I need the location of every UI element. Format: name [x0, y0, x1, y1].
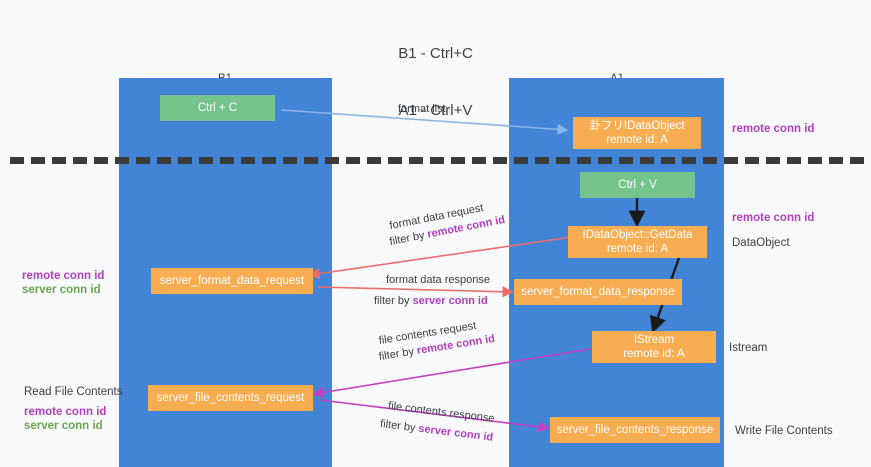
edge-label-file-contents-request: file contents request filter by remote c…	[377, 320, 497, 364]
left-label-remote-conn-id-mid: remote conn id	[22, 270, 105, 282]
node-istream[interactable]: IStream remote id: A	[592, 331, 716, 363]
edge-label-format-list-text: format list	[398, 103, 446, 115]
left-label-remote-conn-id-bottom: remote conn id	[24, 406, 107, 418]
edge-label-file-contents-response: file contents response filter by server …	[379, 399, 496, 444]
node-server-format-data-response[interactable]: server_format_data_response	[514, 279, 682, 305]
right-label-write-file-contents: Write File Contents	[735, 425, 833, 437]
node-server-file-contents-request[interactable]: server_file_contents_request	[148, 385, 313, 411]
node-server-file-contents-response-label: server_file_contents_response	[556, 424, 714, 436]
node-getdata-line-2: remote id: A	[606, 243, 669, 255]
node-idataobject[interactable]: 卦フリIDataObject remote id: A	[573, 117, 701, 149]
node-ctrl-c-label: Ctrl + C	[197, 102, 238, 114]
right-label-istream: Istream	[729, 342, 768, 354]
node-ctrl-c[interactable]: Ctrl + C	[160, 95, 275, 121]
edge-label-format-list: format list	[398, 102, 446, 116]
node-server-file-contents-request-label: server_file_contents_request	[156, 392, 305, 404]
edge-label-format-data-request: format data request filter by remote con…	[389, 202, 508, 249]
right-label-remote-conn-id-top: remote conn id	[732, 123, 815, 135]
right-label-remote-conn-id-mid: remote conn id	[732, 212, 815, 224]
node-idataobject-line-2: remote id: A	[606, 134, 668, 146]
edge-label-format-data-response-line-1: format data response	[386, 274, 490, 286]
edge-label-file-contents-response-key: server conn id	[417, 422, 494, 444]
phase-divider	[10, 157, 864, 164]
left-label-read-file-contents: Read File Contents	[24, 386, 123, 398]
node-istream-line-1: IStream	[633, 334, 675, 346]
node-idataobject-line-1: 卦フリIDataObject	[589, 120, 685, 132]
node-server-file-contents-response[interactable]: server_file_contents_response	[550, 417, 720, 443]
node-getdata-line-1: IDataObject::GetData	[582, 229, 693, 241]
edge-label-file-contents-request-prefix: filter by	[377, 345, 418, 364]
node-ctrl-v-label: Ctrl + V	[618, 179, 657, 191]
edge-label-format-data-response-prefix: filter by	[374, 295, 413, 307]
node-istream-line-2: remote id: A	[623, 348, 685, 360]
edge-label-format-data-response-key: server conn id	[412, 295, 488, 307]
title-line-1: B1 - Ctrl+C	[398, 45, 473, 62]
node-ctrl-v[interactable]: Ctrl + V	[580, 172, 695, 198]
left-label-server-conn-id-mid: server conn id	[22, 284, 101, 296]
edge-label-format-data-response: format data response filter by server co…	[374, 273, 490, 308]
left-label-server-conn-id-bottom: server conn id	[24, 420, 103, 432]
edge-label-file-contents-response-prefix: filter by	[379, 417, 420, 435]
node-server-format-data-response-label: server_format_data_response	[521, 286, 675, 298]
node-server-format-data-request[interactable]: server_format_data_request	[151, 268, 313, 294]
right-label-dataobject: DataObject	[732, 237, 790, 249]
node-idataobject-getdata[interactable]: IDataObject::GetData remote id: A	[568, 226, 707, 258]
node-server-format-data-request-label: server_format_data_request	[159, 275, 305, 287]
